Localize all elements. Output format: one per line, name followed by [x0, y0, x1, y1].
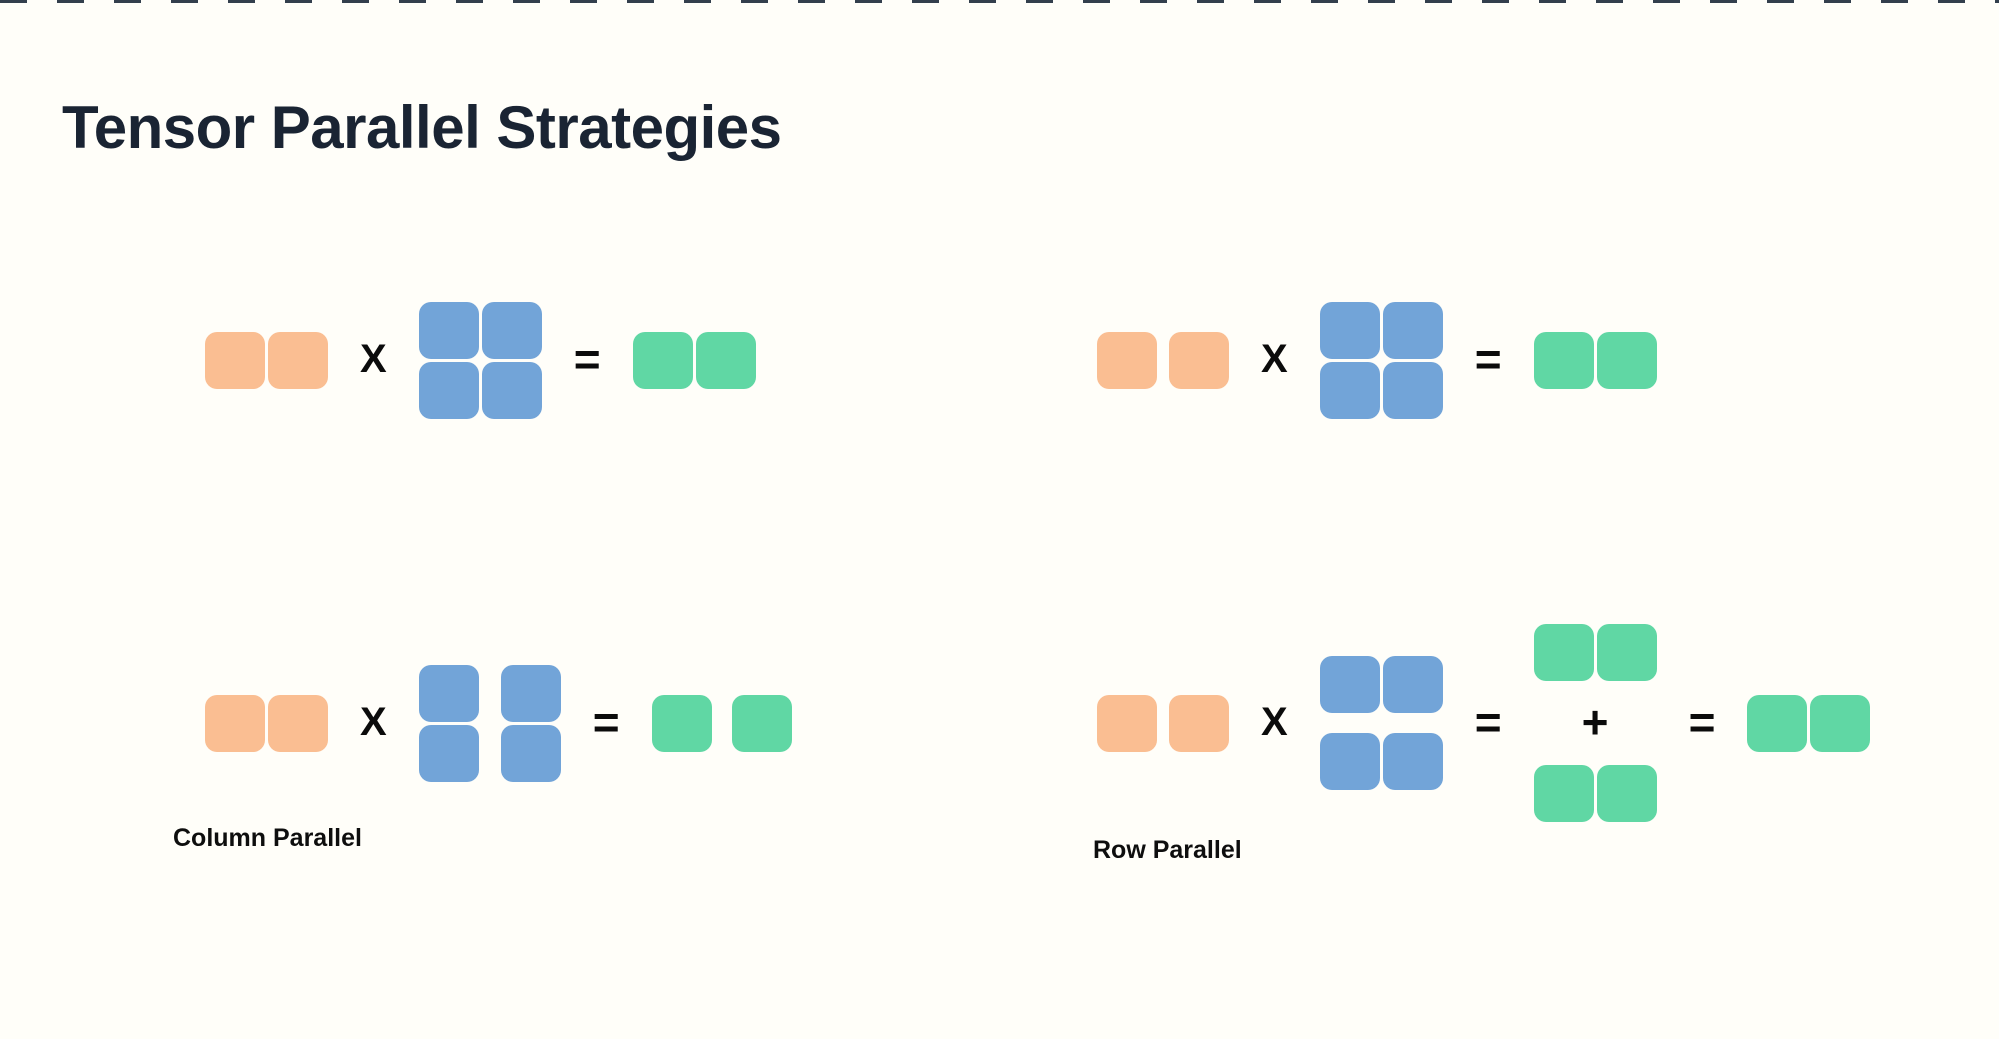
- weight-matrix: [1319, 656, 1443, 790]
- weight-block: [1319, 656, 1380, 713]
- weight-block: [500, 724, 561, 782]
- weight-block: [1319, 361, 1380, 419]
- weight-block: [1382, 361, 1443, 419]
- input-block: [268, 694, 328, 752]
- output-block: [651, 694, 712, 752]
- weight-block: [418, 724, 479, 782]
- output-block: [1596, 765, 1657, 822]
- input-block: [1169, 331, 1229, 389]
- output-block: [1533, 624, 1594, 681]
- equals-operator: =: [573, 333, 601, 385]
- times-operator: X: [1261, 337, 1288, 381]
- weight-block: [418, 664, 479, 722]
- output-matrix: [651, 694, 792, 752]
- input-block: [1169, 694, 1229, 752]
- diagram-column-parallel: X=: [205, 664, 792, 782]
- input-block: [205, 694, 265, 752]
- input-block: [1097, 694, 1157, 752]
- output-matrix: [1747, 694, 1871, 752]
- partial-sum-stack: +: [1533, 624, 1657, 822]
- input-matrix: [205, 331, 328, 389]
- output-matrix: [632, 331, 756, 389]
- diagram-row-parallel: X = + =: [1097, 624, 1871, 822]
- row-parallel-label: Row Parallel: [1093, 836, 1242, 864]
- output-block: [1747, 694, 1808, 752]
- weight-block: [481, 361, 542, 419]
- output-matrix: [1533, 331, 1657, 389]
- equals-operator: =: [1688, 696, 1716, 748]
- weight-block: [500, 664, 561, 722]
- output-block: [695, 331, 756, 389]
- output-block: [632, 331, 693, 389]
- output-block: [1596, 331, 1657, 389]
- output-block: [1533, 765, 1594, 822]
- top-dashed-border: [0, 0, 1999, 3]
- times-operator: X: [1261, 700, 1288, 744]
- weight-block: [418, 361, 479, 419]
- weight-matrix: [1319, 301, 1443, 419]
- diagram-matmul-full-left: X=: [205, 301, 756, 419]
- output-matrix: [1533, 624, 1657, 681]
- page-title: Tensor Parallel Strategies: [62, 94, 782, 162]
- weight-block: [1319, 733, 1380, 790]
- output-block: [1533, 331, 1594, 389]
- weight-block: [1319, 301, 1380, 359]
- output-block: [731, 694, 792, 752]
- weight-block: [418, 301, 479, 359]
- input-block: [1097, 331, 1157, 389]
- input-matrix: [205, 694, 328, 752]
- input-matrix: [1097, 694, 1229, 752]
- equals-operator: =: [1474, 696, 1502, 748]
- weight-block: [481, 301, 542, 359]
- weight-matrix: [418, 301, 542, 419]
- weight-block: [1382, 733, 1443, 790]
- input-block: [268, 331, 328, 389]
- output-matrix: [1533, 765, 1657, 822]
- weight-matrix: [418, 664, 561, 782]
- diagram-matmul-full-right: X=: [1097, 301, 1657, 419]
- times-operator: X: [360, 700, 387, 744]
- weight-block: [1382, 656, 1443, 713]
- column-parallel-label: Column Parallel: [173, 824, 362, 852]
- plus-operator: +: [1581, 696, 1609, 748]
- input-matrix: [1097, 331, 1229, 389]
- weight-block: [1382, 301, 1443, 359]
- equals-operator: =: [592, 696, 620, 748]
- equals-operator: =: [1474, 333, 1502, 385]
- output-block: [1596, 624, 1657, 681]
- times-operator: X: [360, 337, 387, 381]
- input-block: [205, 331, 265, 389]
- output-block: [1810, 694, 1871, 752]
